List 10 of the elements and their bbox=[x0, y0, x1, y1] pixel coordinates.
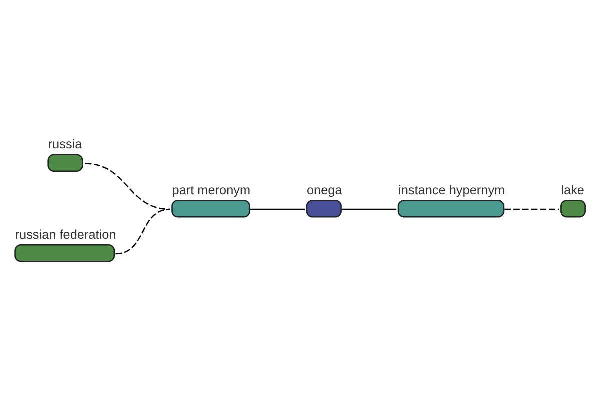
connector bbox=[250, 208, 306, 210]
node-label: instance hypernym bbox=[398, 182, 506, 198]
node-label: russian federation bbox=[15, 226, 116, 242]
node-label: lake bbox=[561, 182, 585, 198]
connector bbox=[342, 208, 397, 210]
node-label: russia bbox=[48, 136, 82, 152]
connector bbox=[504, 208, 560, 210]
node-label: onega bbox=[306, 182, 342, 198]
node-label: part meronym bbox=[172, 182, 251, 198]
connector bbox=[116, 208, 170, 255]
